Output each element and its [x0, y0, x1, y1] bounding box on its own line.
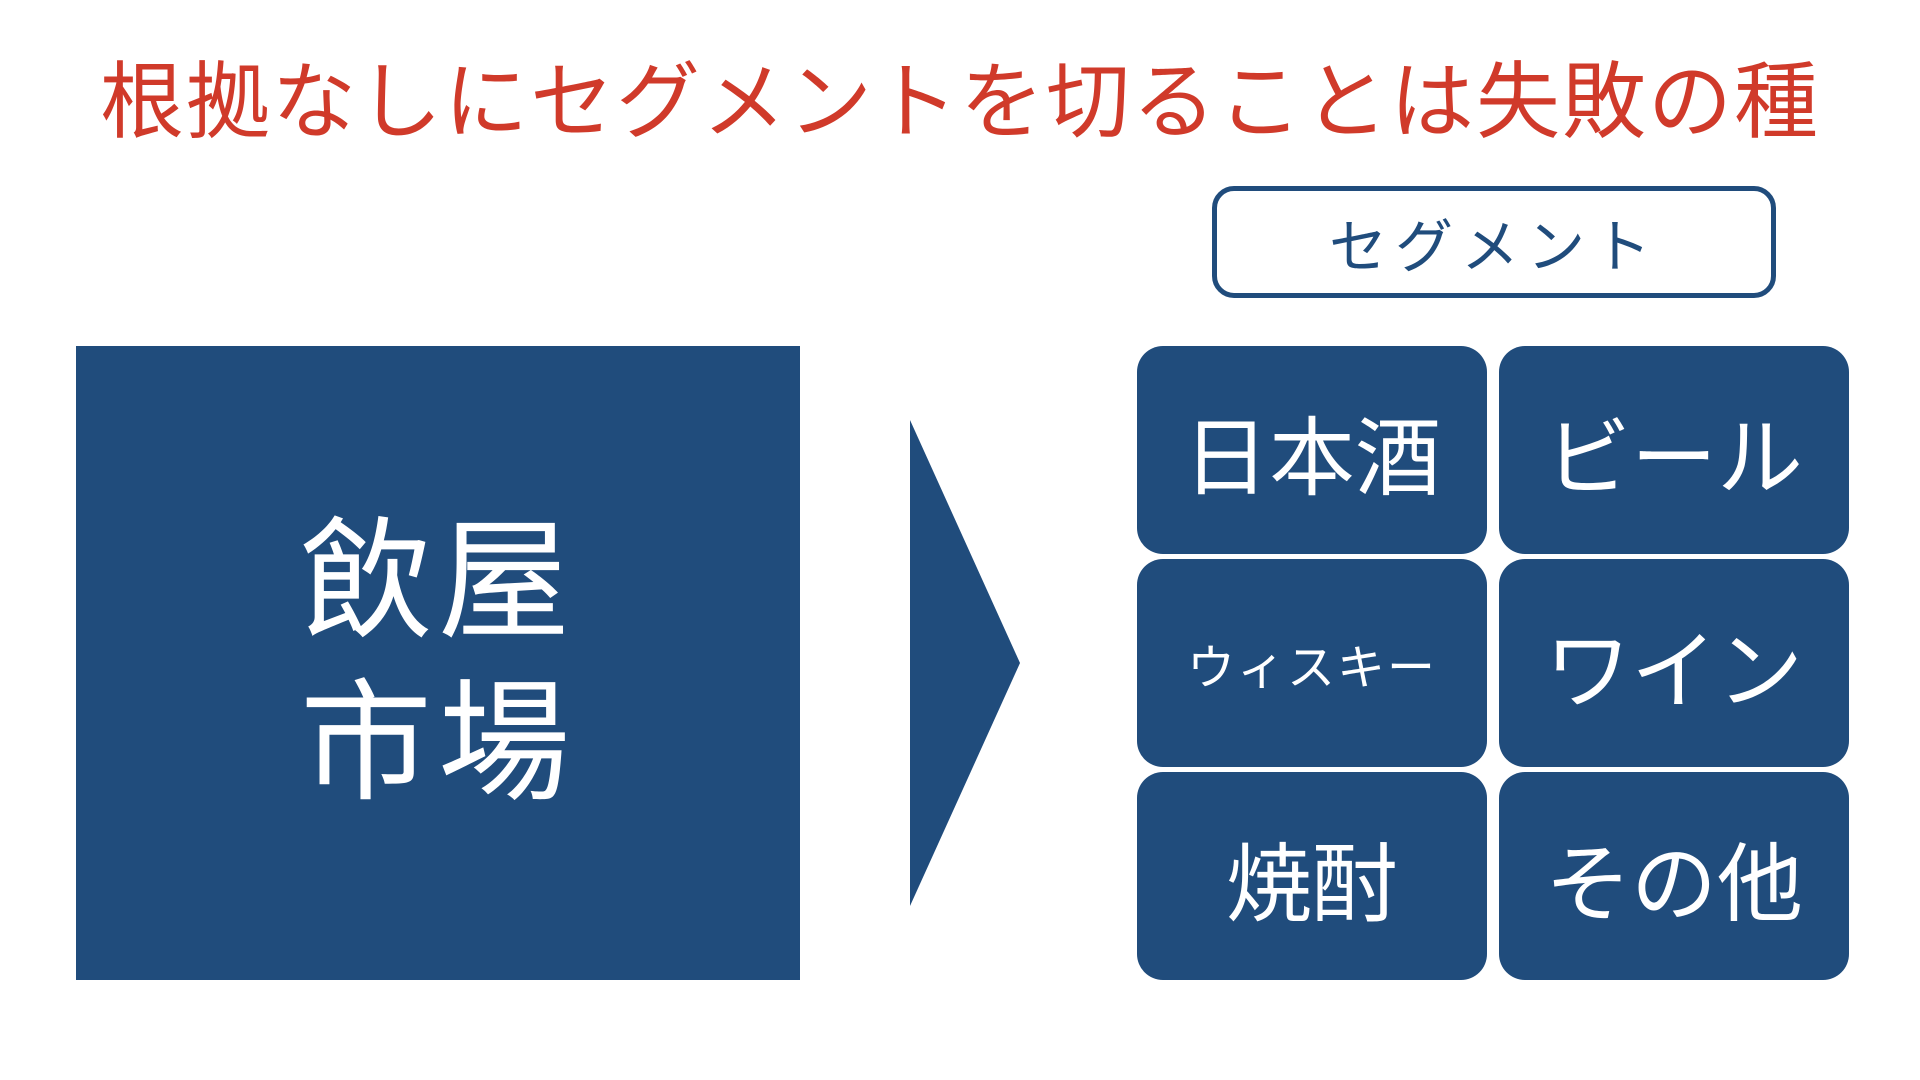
arrow-right-icon [910, 420, 1020, 906]
market-label-line-1: 飲屋 [300, 505, 576, 659]
segment-cell-shochu: 焼酎 [1137, 772, 1487, 980]
slide-title: 根拠なしにセグメントを切ることは失敗の種 [99, 53, 1820, 151]
segment-cell-beer: ビール [1499, 346, 1849, 554]
market-label-line-2: 市場 [300, 667, 576, 821]
segment-grid: 日本酒 ビール ウィスキー ワイン 焼酎 その他 [1137, 346, 1849, 980]
segment-cell-wine: ワイン [1499, 559, 1849, 767]
arrow-shape [910, 420, 1020, 906]
market-box: 飲屋 市場 [76, 346, 800, 980]
segment-label-box: セグメント [1212, 186, 1776, 298]
segment-cell-whisky: ウィスキー [1137, 559, 1487, 767]
segment-cell-other: その他 [1499, 772, 1849, 980]
segment-cell-sake: 日本酒 [1137, 346, 1487, 554]
